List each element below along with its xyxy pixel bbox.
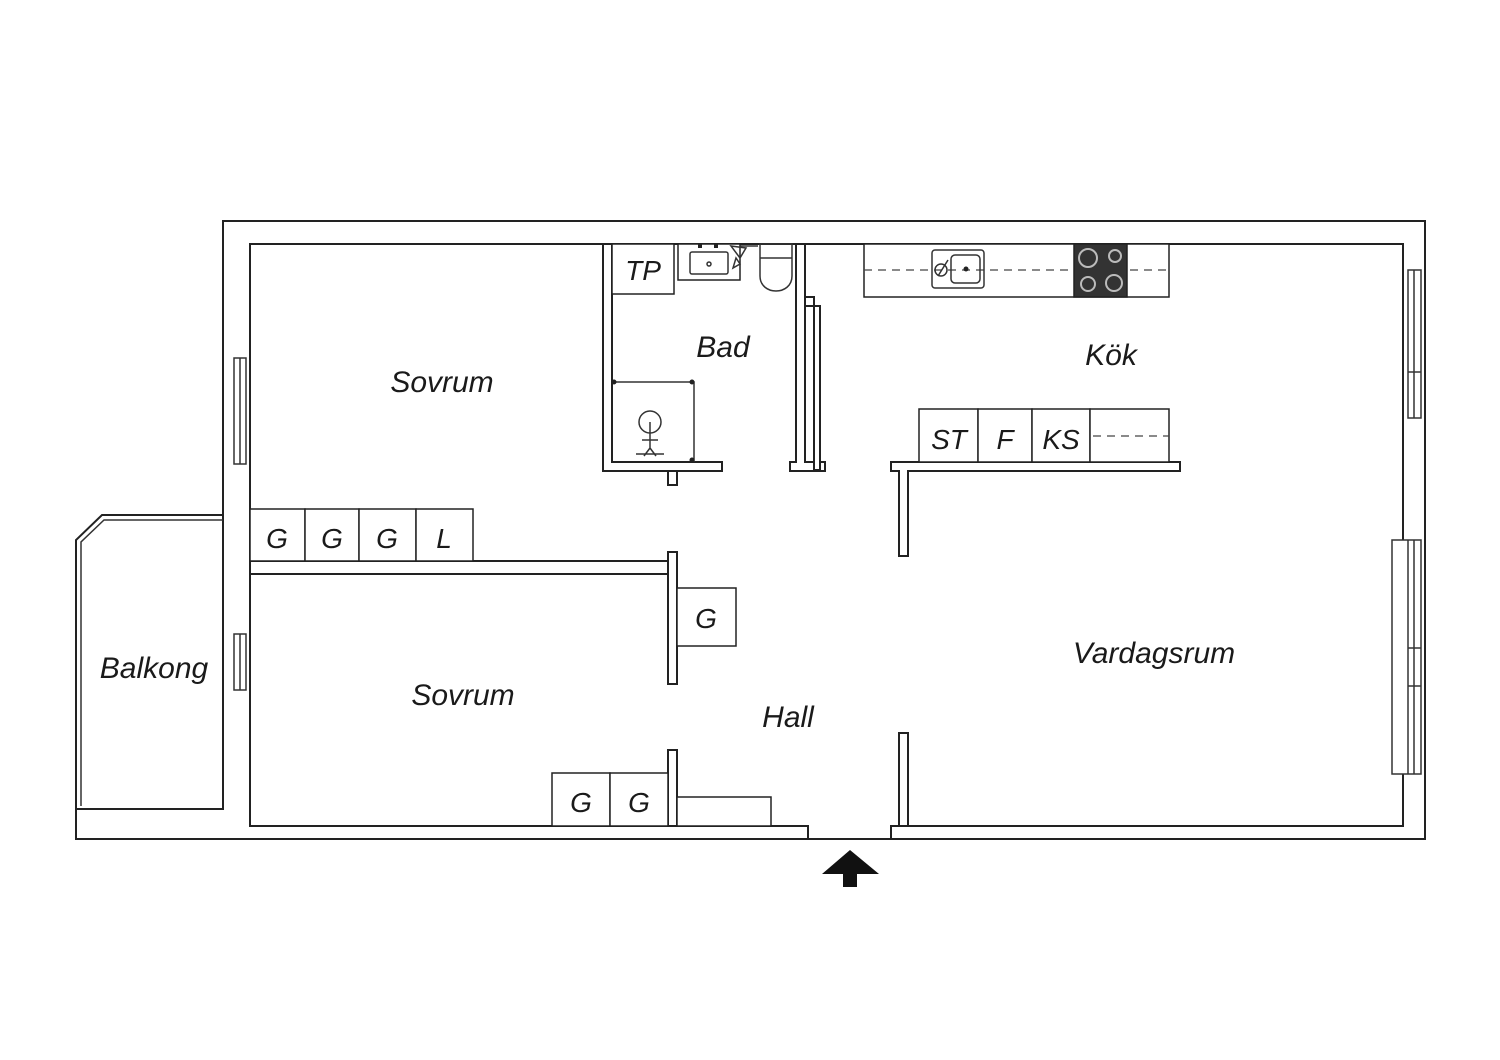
fridge-freezer bbox=[1031, 408, 1091, 463]
room-label-sovrum-bottom: Sovrum bbox=[411, 679, 514, 712]
linen-closet-label: L bbox=[436, 523, 452, 554]
freezer-label: F bbox=[996, 424, 1015, 455]
wall-bathroom-kitchen bbox=[789, 243, 826, 472]
toilet-paper-label: TP bbox=[625, 255, 661, 286]
wall-bedroom-hall-upper bbox=[667, 551, 678, 685]
wardrobe bbox=[551, 772, 611, 827]
wall-kitchen-counter bbox=[890, 461, 1181, 557]
room-label-sovrum-top: Sovrum bbox=[390, 366, 493, 399]
hall-wardrobe-label: G bbox=[695, 603, 717, 634]
window-left-bottom bbox=[233, 633, 247, 691]
wall-kitchen-upper bbox=[804, 296, 821, 471]
outer-wall bbox=[75, 220, 1426, 840]
hall-shelf bbox=[676, 796, 772, 827]
wardrobe bbox=[249, 508, 306, 562]
wardrobe bbox=[304, 508, 360, 562]
room-label-kok: Kök bbox=[1085, 339, 1139, 372]
wardrobe-label: G bbox=[266, 523, 288, 554]
toilet-icon bbox=[759, 243, 793, 292]
shower-icon bbox=[611, 379, 695, 463]
kitchen-cabinet bbox=[1089, 408, 1170, 463]
stove-label: ST bbox=[931, 424, 969, 455]
window-left-top bbox=[233, 357, 247, 465]
room-label-balkong: Balkong bbox=[100, 652, 209, 685]
wall-bathroom-stub bbox=[667, 470, 678, 486]
window-right-top bbox=[1407, 269, 1422, 419]
cooktop-icon bbox=[1073, 243, 1128, 298]
wardrobe bbox=[609, 772, 669, 827]
balcony-railing bbox=[80, 519, 223, 806]
wardrobe-label: G bbox=[321, 523, 343, 554]
wardrobe-label: G bbox=[570, 787, 592, 818]
entrance-arrow-icon bbox=[822, 850, 879, 887]
shower-tap-icon bbox=[729, 245, 758, 270]
balcony-outline bbox=[75, 514, 223, 809]
window-right-bottom bbox=[1391, 539, 1422, 775]
wardrobe-label: G bbox=[628, 787, 650, 818]
wall-between-bedrooms bbox=[249, 560, 669, 575]
toilet-paper-cabinet bbox=[611, 243, 675, 295]
wardrobe-label: G bbox=[376, 523, 398, 554]
room-label-bad: Bad bbox=[696, 331, 751, 364]
room-label-vardagsrum: Vardagsrum bbox=[1073, 637, 1235, 670]
hall-wardrobe bbox=[676, 587, 737, 647]
sink-icon bbox=[931, 249, 985, 289]
linen-closet bbox=[415, 508, 474, 562]
freezer bbox=[977, 408, 1033, 463]
wall-living-hall-lower bbox=[898, 732, 909, 827]
room-label-hall: Hall bbox=[762, 701, 815, 734]
wall-bedroom-hall-lower bbox=[667, 749, 678, 827]
wardrobe bbox=[358, 508, 417, 562]
fridge-freezer-label: KS bbox=[1042, 424, 1080, 455]
sink-icon bbox=[677, 243, 741, 281]
